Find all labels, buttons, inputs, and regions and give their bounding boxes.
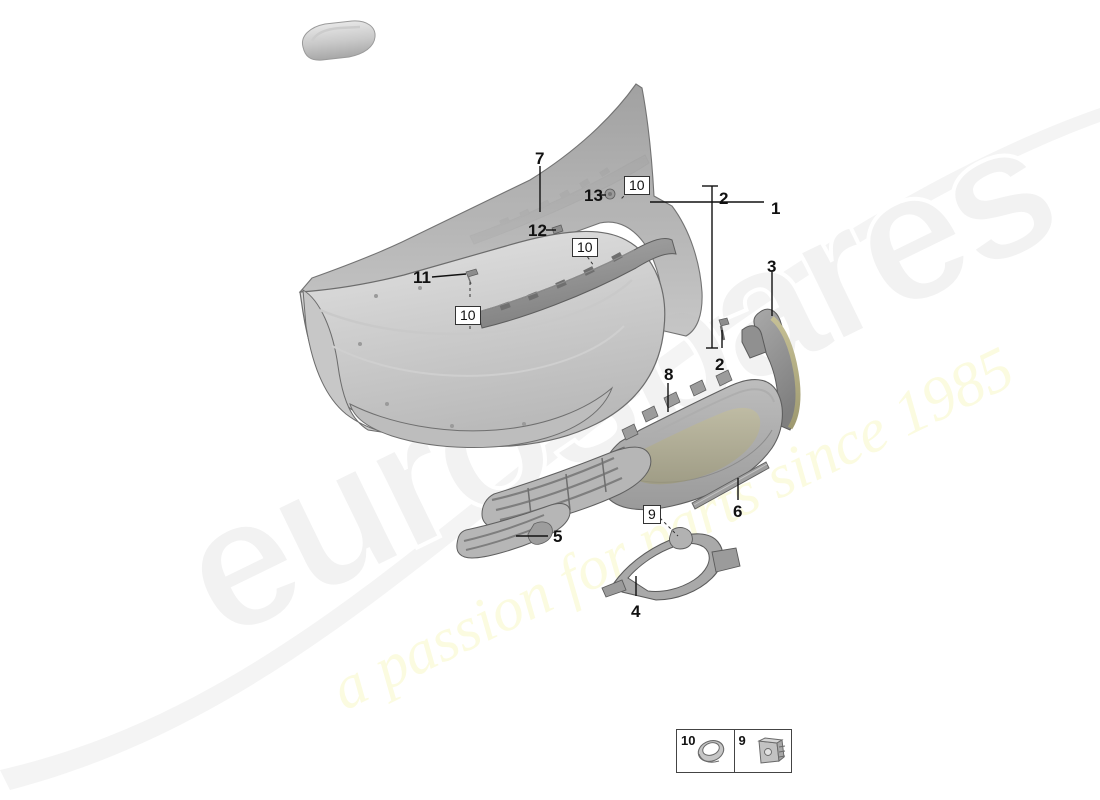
air-duct-bracket-part <box>601 527 741 601</box>
callout-12: 12 <box>528 221 547 240</box>
callout-5: 5 <box>553 527 563 546</box>
trim-strip-lower-part <box>691 461 770 510</box>
clip-fastener-part <box>718 317 730 341</box>
legend-number-9: 9 <box>738 733 746 748</box>
callout-6: 6 <box>733 502 743 521</box>
legend-cell-10: 10 <box>677 730 735 772</box>
reference-box-10-b: 10 <box>572 238 598 257</box>
callout-11: 11 <box>413 268 431 287</box>
nut-fastener-part <box>604 188 616 200</box>
reference-box-10-a: 10 <box>624 176 650 195</box>
callout-4: 4 <box>631 602 641 621</box>
callout-13: 13 <box>584 186 603 205</box>
legend-box: 10 9 <box>676 729 792 773</box>
leader-lines <box>431 166 773 596</box>
callout-7: 7 <box>535 149 545 168</box>
cap-cover-part <box>301 20 376 61</box>
parking-sensor-icon <box>756 737 785 764</box>
grille-insert-lower-part <box>456 503 571 559</box>
grommet-ring-icon <box>697 740 725 763</box>
callout-3: 3 <box>767 257 777 276</box>
legend-cell-9: 9 <box>735 730 792 772</box>
bumper-cover-part <box>298 83 703 449</box>
callout-8: 8 <box>664 365 674 384</box>
callout-1: 1 <box>771 199 781 218</box>
stud-fastener-part <box>551 224 564 235</box>
reinforcement-bar-part <box>477 237 677 329</box>
reference-box-9: 9 <box>643 505 661 524</box>
grille-insert-upper-part <box>481 446 652 529</box>
legend-number-10: 10 <box>681 733 696 748</box>
callout-2-lower: 2 <box>715 355 725 374</box>
callout-2-upper: 2 <box>719 189 729 208</box>
reference-box-10-c: 10 <box>455 306 481 325</box>
